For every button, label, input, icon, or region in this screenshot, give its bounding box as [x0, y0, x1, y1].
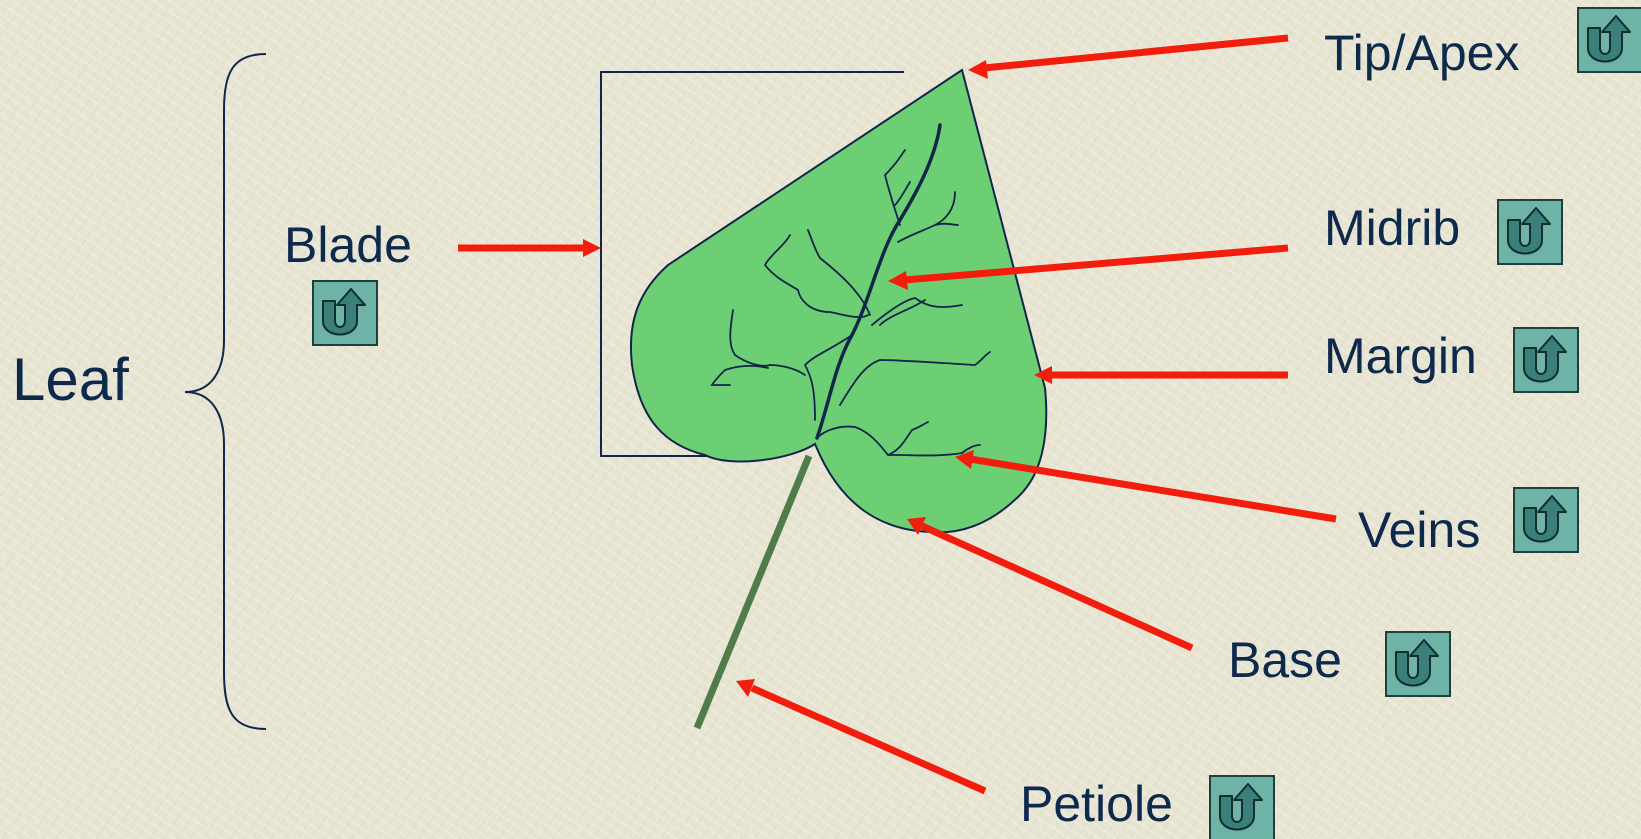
tip-arrowhead: [968, 60, 988, 79]
veins-return-button[interactable]: [1514, 488, 1578, 552]
base-return-button[interactable]: [1386, 632, 1450, 696]
petiole-return-button[interactable]: [1210, 776, 1274, 839]
u-turn-arrow-icon: [1386, 632, 1450, 696]
petiole-arrow: [752, 688, 985, 791]
u-turn-arrow-icon: [1210, 776, 1274, 839]
u-turn-arrow-icon: [1498, 200, 1562, 264]
u-turn-arrow-icon: [1578, 8, 1641, 72]
tip-arrow: [984, 38, 1288, 68]
midrib-label: Midrib: [1324, 200, 1460, 256]
blade-arrowhead: [583, 239, 601, 257]
margin-return-button[interactable]: [1514, 328, 1578, 392]
u-turn-arrow-icon: [313, 281, 377, 345]
tip-return-button[interactable]: [1578, 8, 1641, 72]
veins-label: Veins: [1358, 502, 1480, 558]
margin-label: Margin: [1324, 328, 1477, 384]
blade-label: Blade: [284, 217, 412, 273]
base-label: Base: [1228, 632, 1342, 688]
leaf-brace: [185, 54, 266, 729]
blade-return-button[interactable]: [313, 281, 377, 345]
leaf-label: Leaf: [12, 346, 129, 413]
u-turn-arrow-icon: [1514, 488, 1578, 552]
base-arrow: [922, 526, 1192, 648]
tip-label: Tip/Apex: [1324, 25, 1519, 81]
petiole-label: Petiole: [1020, 776, 1173, 832]
midrib-return-button[interactable]: [1498, 200, 1562, 264]
u-turn-arrow-icon: [1514, 328, 1578, 392]
